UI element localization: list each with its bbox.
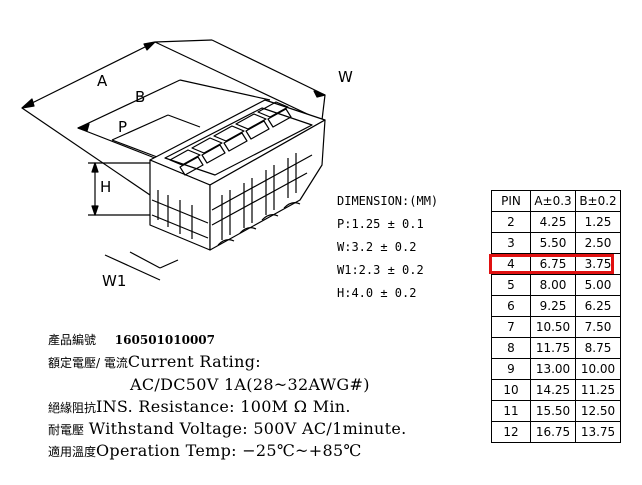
cell-pin: 3 (491, 232, 531, 254)
table-header-row: PIN A±0.3 B±0.2 (491, 190, 621, 212)
label-p: P (118, 118, 128, 136)
dimension-title: DIMENSION:(MM) (337, 194, 439, 208)
cell-b: 11.25 (575, 379, 621, 401)
cell-b: 1.25 (575, 211, 621, 233)
cell-a: 6.75 (530, 253, 576, 275)
header-a: A±0.3 (530, 190, 576, 212)
part-number-row: 產品編號 160501010007 (48, 330, 215, 348)
cell-a: 4.25 (530, 211, 576, 233)
label-h: H (100, 178, 112, 196)
cell-a: 16.75 (530, 421, 576, 443)
current-text: Current Rating: (127, 352, 261, 371)
dimension-line-p: P:1.25 ± 0.1 (337, 217, 424, 231)
dimension-line-w1: W1:2.3 ± 0.2 (337, 263, 424, 277)
cell-b: 3.75 (575, 253, 621, 275)
cell-a: 9.25 (530, 295, 576, 317)
label-w: W (338, 68, 353, 86)
cell-pin: 12 (491, 421, 531, 443)
cell-b: 10.00 (575, 358, 621, 380)
dimension-b (77, 79, 271, 161)
current-value-row: AC/DC50V 1A(28~32AWG#) (130, 375, 370, 394)
cell-b: 6.25 (575, 295, 621, 317)
cell-b: 13.75 (575, 421, 621, 443)
cell-pin: 5 (491, 274, 531, 296)
temp-label: 適用溫度 (48, 445, 97, 459)
cell-b: 7.50 (575, 316, 621, 338)
current-rating-row: 額定電壓/ 電流Current Rating: (48, 352, 261, 371)
connector-body (149, 99, 326, 251)
label-w1: W1 (102, 272, 127, 290)
cell-pin: 11 (491, 400, 531, 422)
cell-pin: 4 (491, 253, 531, 275)
dimension-list: DIMENSION:(MM) P:1.25 ± 0.1 W:3.2 ± 0.2 … (337, 190, 438, 305)
cell-a: 13.00 (530, 358, 576, 380)
label-a: A (97, 72, 108, 90)
withstand-text: Withstand Voltage: 500V AC/1minute. (88, 419, 407, 438)
label-b: B (135, 88, 146, 106)
cell-a: 10.50 (530, 316, 576, 338)
cell-a: 5.50 (530, 232, 576, 254)
withstand-row: 耐電壓 Withstand Voltage: 500V AC/1minute. (48, 419, 407, 438)
header-pin: PIN (491, 190, 531, 212)
cell-b: 12.50 (575, 400, 621, 422)
temp-text: Operation Temp: −25℃~+85℃ (96, 441, 362, 460)
dimension-line-h: H:4.0 ± 0.2 (337, 286, 417, 300)
cell-b: 8.75 (575, 337, 621, 359)
cell-b: 2.50 (575, 232, 621, 254)
part-label: 產品編號 (48, 333, 97, 347)
dimension-a (21, 41, 321, 196)
cell-pin: 6 (491, 295, 531, 317)
cell-pin: 8 (491, 337, 531, 359)
cell-pin: 9 (491, 358, 531, 380)
cell-a: 15.50 (530, 400, 576, 422)
dimension-h (88, 162, 150, 216)
insulation-label: 絕緣阻抗 (48, 401, 97, 415)
header-b: B±0.2 (575, 190, 621, 212)
cell-b: 5.00 (575, 274, 621, 296)
dimension-w1 (104, 251, 179, 281)
cell-pin: 7 (491, 316, 531, 338)
dimension-line-w: W:3.2 ± 0.2 (337, 240, 417, 254)
current-value: AC/DC50V 1A(28~32AWG#) (130, 375, 370, 394)
cell-pin: 2 (491, 211, 531, 233)
cell-pin: 10 (491, 379, 531, 401)
dimension-w (154, 39, 326, 121)
insulation-text: INS. Resistance: 100M Ω Min. (96, 397, 351, 416)
cell-a: 11.75 (530, 337, 576, 359)
insulation-row: 絕緣阻抗INS. Resistance: 100M Ω Min. (48, 397, 351, 416)
withstand-label: 耐電壓 (48, 423, 85, 437)
temperature-row: 適用溫度Operation Temp: −25℃~+85℃ (48, 441, 362, 460)
cell-a: 8.00 (530, 274, 576, 296)
cell-a: 14.25 (530, 379, 576, 401)
part-number: 160501010007 (114, 333, 215, 347)
current-label: 額定電壓/ 電流 (48, 356, 128, 370)
